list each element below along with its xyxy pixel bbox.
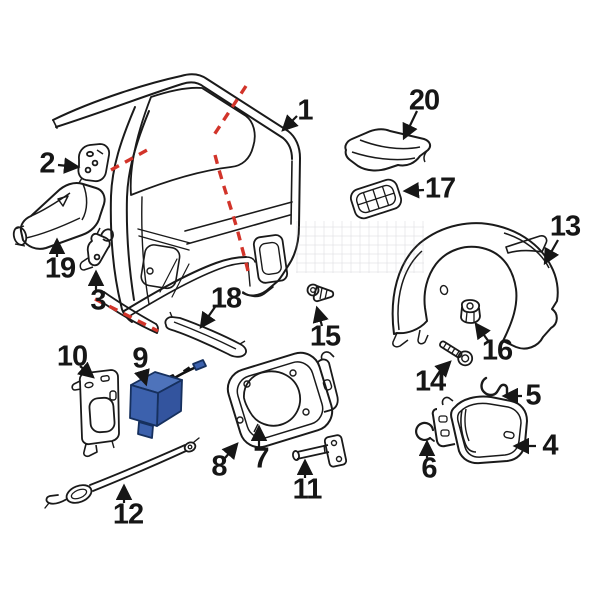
- insulation-pad-part-20: [345, 129, 430, 170]
- part-label-20: 20: [408, 84, 440, 117]
- part-label-16: 16: [481, 334, 513, 367]
- fuel-door-actuator-part-9-highlighted: [130, 360, 206, 438]
- callout-arrows: [48, 111, 560, 503]
- part-label-10: 10: [56, 340, 88, 373]
- screw-part-14: [437, 337, 475, 368]
- part-label-19: 19: [44, 252, 76, 285]
- part-label-12: 12: [112, 498, 144, 531]
- hinge-pin-part-11: [292, 434, 347, 467]
- clip-part-15: [308, 285, 334, 302]
- part-label-5: 5: [525, 379, 541, 412]
- section-dashed-lines: [95, 86, 248, 331]
- quarter-panel-drawing: [53, 74, 300, 333]
- bracket-part-2: [78, 144, 109, 183]
- part-label-14: 14: [414, 365, 446, 398]
- part-label-18: 18: [210, 282, 242, 315]
- vent-grille-part-17: [349, 177, 404, 220]
- sill-strip-part-18: [165, 312, 246, 357]
- grommet-part-6: [416, 423, 434, 441]
- filler-housing-part-19: [12, 183, 105, 249]
- latch-part-3: [80, 228, 113, 270]
- part-label-7: 7: [253, 442, 269, 475]
- wheelhouse-liner-part-13: [393, 223, 558, 348]
- hook-part-5: [482, 378, 507, 397]
- mounting-bracket-part-10: [72, 370, 119, 456]
- release-cable-part-12: [45, 438, 199, 508]
- part-label-13: 13: [549, 210, 581, 243]
- part-label-17: 17: [424, 172, 456, 205]
- part-label-15: 15: [309, 320, 341, 353]
- part-label-6: 6: [421, 452, 437, 485]
- filler-pocket-part-7: [223, 348, 338, 452]
- nut-part-16: [461, 300, 480, 323]
- part-label-2: 2: [39, 147, 55, 180]
- part-label-8: 8: [211, 450, 227, 483]
- part-label-9: 9: [132, 342, 148, 375]
- part-label-11: 11: [292, 473, 323, 506]
- part-label-4: 4: [542, 429, 558, 462]
- part-label-3: 3: [90, 284, 106, 317]
- fuel-door-part-4: [433, 396, 527, 463]
- part-label-1: 1: [297, 94, 313, 127]
